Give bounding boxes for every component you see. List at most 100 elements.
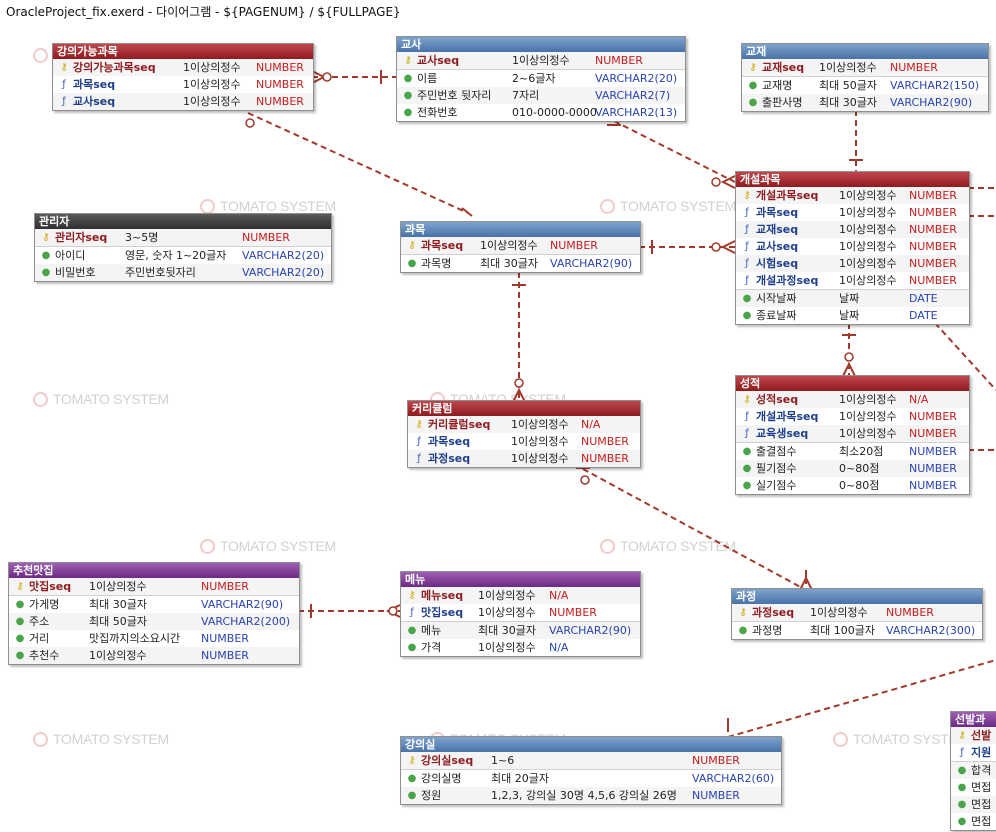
foreign-key-icon: ƒ [745,224,749,235]
column-type: N/A [581,418,601,431]
column-name: 강의가능과목seq [73,61,156,74]
column-name: 시작날짜 [756,292,797,305]
column-type: DATE [909,292,938,305]
column-name: 맛집seq [421,606,464,619]
column-type: VARCHAR2(13) [595,106,678,119]
column-name: 과목seq [428,435,471,448]
optional-marker [711,242,721,252]
column-type: VARCHAR2(200) [201,615,291,628]
column-description: 2~6글자 [512,72,556,85]
column-type: NUMBER [201,580,249,593]
attribute-icon: ● [15,633,25,644]
column-description: 1이상의정수 [183,78,241,91]
entity-title: 관리자 [35,214,331,229]
crow-foot [512,387,526,403]
column-row[interactable]: ●면접 [951,796,996,813]
column-description: 날짜 [839,292,860,305]
column-type: NUMBER [581,452,629,465]
column-row[interactable]: ●면접 [951,779,996,796]
column-type: NUMBER [256,61,304,74]
column-type: NUMBER [886,606,934,619]
column-type: VARCHAR2(20) [242,266,325,279]
entity-title: 성적 [736,376,969,391]
column-description: 최대 30글자 [89,598,147,611]
tomato-logo-icon [600,198,615,214]
column-row[interactable]: ⚷선발 [951,727,996,744]
optional-marker [388,606,398,616]
column-name: 개설과목seq [756,189,819,202]
column-name: 종료날짜 [756,309,797,322]
column-name: 이름 [417,72,438,85]
primary-key-icon: ⚷ [16,581,24,592]
entity-title: 교재 [742,44,988,59]
column-description: 최대 30글자 [819,96,877,109]
column-row[interactable]: ●면접 [951,813,996,830]
column-row[interactable]: ●합격 [951,761,996,779]
primary-key-icon: ⚷ [743,190,751,201]
primary-key-icon: ⚷ [749,62,757,73]
column-type: NUMBER [909,189,957,202]
entity-title: 강의가능과목 [53,44,313,59]
